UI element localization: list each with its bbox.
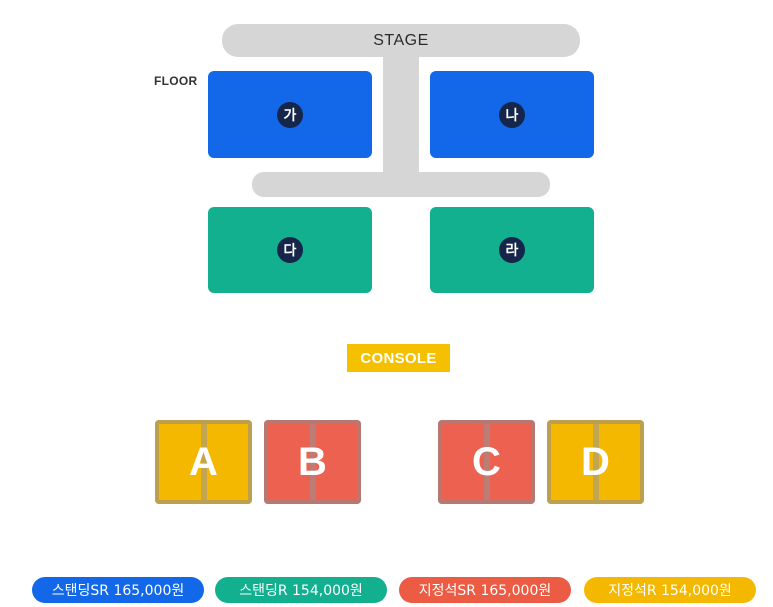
legend-reserved-sr: 지정석SR 165,000원	[399, 577, 571, 603]
console: CONSOLE	[347, 344, 450, 372]
seat-divider	[592, 424, 599, 500]
stage-label: STAGE	[373, 31, 429, 49]
stage: STAGE	[222, 24, 580, 57]
section-na[interactable]: 나	[430, 71, 594, 158]
seat-block-d[interactable]: D	[547, 420, 644, 504]
seat-block-c-label: C	[472, 439, 501, 484]
seat-block-d-label: D	[581, 439, 610, 484]
seat-divider	[309, 424, 316, 500]
section-na-badge: 나	[499, 101, 525, 128]
section-ra-badge: 라	[499, 237, 525, 263]
stage-extension	[252, 172, 550, 197]
seat-block-c[interactable]: C	[438, 420, 535, 504]
floor-label: FLOOR	[154, 74, 198, 88]
legend-standing-r: 스탠딩R 154,000원	[215, 577, 387, 603]
seat-block-a[interactable]: A	[155, 420, 252, 504]
legend-standing-sr: 스탠딩SR 165,000원	[32, 577, 204, 603]
seat-block-a-label: A	[189, 439, 218, 484]
stage-runway	[383, 50, 419, 186]
section-ra[interactable]: 라	[430, 207, 594, 293]
section-da[interactable]: 다	[208, 207, 372, 293]
section-da-badge: 다	[277, 237, 303, 263]
section-ga[interactable]: 가	[208, 71, 372, 158]
seat-block-b[interactable]: B	[264, 420, 361, 504]
seat-block-b-label: B	[298, 439, 327, 484]
seat-divider	[483, 424, 490, 500]
seat-divider	[200, 424, 207, 500]
section-ga-badge: 가	[277, 101, 303, 128]
legend-reserved-r: 지정석R 154,000원	[584, 577, 756, 603]
